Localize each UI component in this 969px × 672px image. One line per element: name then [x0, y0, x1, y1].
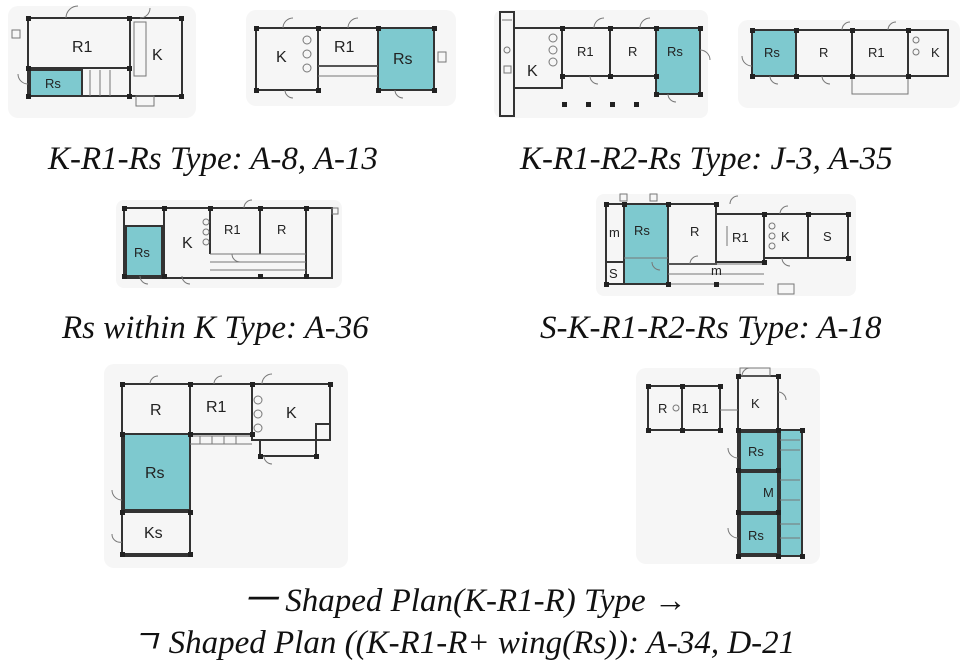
room-rs-label: Rs	[145, 465, 165, 482]
room-r-label: R	[277, 222, 286, 237]
room-r-label: R	[628, 44, 637, 59]
room-k-label: K	[781, 229, 790, 244]
room-m-label: m	[609, 225, 620, 240]
room-r1-label: R1	[224, 222, 241, 237]
room-k-label: K	[751, 396, 760, 411]
room-s-label: S	[823, 229, 832, 244]
room-r1-label: R1	[732, 230, 749, 245]
room-rs-label: Rs	[667, 44, 683, 59]
room-k-label: K	[152, 47, 163, 64]
room-k-label: K	[527, 63, 538, 80]
room-rs-label: Rs	[45, 76, 61, 91]
room-rs-label: Rs	[764, 45, 780, 60]
caption-l-shaped-plan: ㄱ Shaped Plan ((K-R1-R+ wing(Rs)): A-34,…	[130, 625, 796, 661]
room-m-label: M	[763, 485, 774, 500]
room-ks-label: Ks	[144, 525, 163, 542]
room-r-label: R	[658, 401, 667, 416]
room-rs-label: Rs	[634, 223, 650, 238]
room-m-label-lower: m	[711, 263, 722, 278]
room-rs-label-lower: Rs	[748, 528, 764, 543]
room-r1-label: R1	[868, 45, 885, 60]
room-k-label: K	[931, 45, 940, 60]
plan-k-r1-rs-a8: R1 K Rs	[8, 5, 196, 118]
caption-line-shaped-plan: 一 Shaped Plan(K-R1-R) Type →	[244, 583, 687, 619]
plan-rs-within-k-a36: Rs K R1 R	[116, 199, 342, 288]
room-r1-label: R1	[692, 401, 709, 416]
plan-s-k-r1-r2-rs-a18: m Rs R R1 K S S m	[596, 193, 856, 296]
plan-k-r1-r2-rs-a35: Rs R R1 K	[738, 20, 960, 108]
caption-s-k-r1-r2-rs: S-K-R1-R2-Rs Type: A-18	[540, 310, 882, 346]
room-k-label: K	[276, 49, 287, 66]
room-r-label: R	[150, 402, 162, 419]
room-r-label: R	[690, 224, 699, 239]
room-k-label: K	[286, 405, 297, 422]
room-s-label-small: S	[609, 266, 618, 281]
plan-l-shaped-d21: R R1 K Rs M Rs	[636, 367, 820, 564]
caption-k-r1-rs: K-R1-Rs Type: A-8, A-13	[48, 141, 378, 177]
room-r1-label: R1	[334, 39, 355, 56]
room-r1-label: R1	[577, 44, 594, 59]
room-r1-label: R1	[72, 39, 93, 56]
plan-k-r1-r2-rs-j3: K R1 R Rs	[494, 10, 711, 118]
plan-l-shaped-a34: R R1 K Rs Ks	[104, 364, 348, 568]
room-r-label: R	[819, 45, 828, 60]
room-rs-label: Rs	[134, 245, 150, 260]
room-k-label: K	[182, 235, 193, 252]
plan-k-r1-rs-a13: K R1 Rs	[246, 10, 456, 106]
room-rs-label: Rs	[393, 51, 413, 68]
room-rs-label-upper: Rs	[748, 444, 764, 459]
caption-k-r1-r2-rs: K-R1-R2-Rs Type: J-3, A-35	[520, 141, 893, 177]
caption-rs-within-k: Rs within K Type: A-36	[62, 310, 369, 346]
room-r1-label: R1	[206, 399, 227, 416]
